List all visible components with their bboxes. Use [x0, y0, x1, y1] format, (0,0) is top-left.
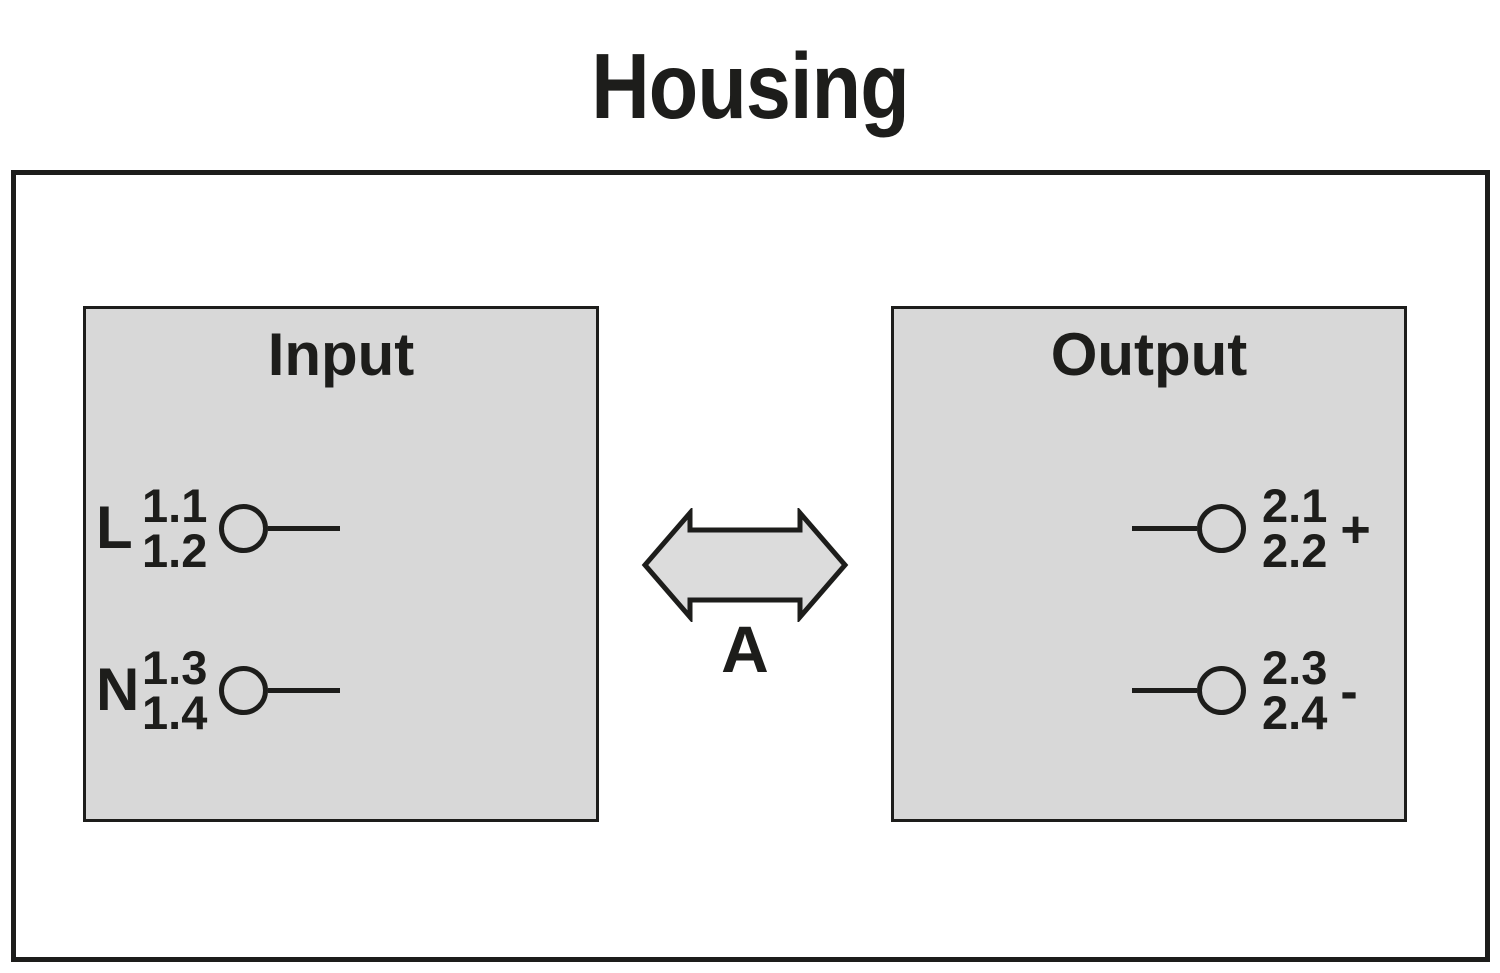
terminal-number-bottom: 2.4 — [1262, 686, 1328, 739]
bidirectional-arrow-icon — [641, 508, 849, 622]
terminal-number-top: 1.3 — [142, 641, 208, 694]
terminal-number-top: 2.1 — [1262, 479, 1328, 532]
terminal-letter-N: N — [96, 656, 140, 723]
diagram-title: Housing — [591, 34, 909, 138]
terminal-letter-L: L — [96, 494, 133, 561]
wire-line — [1132, 687, 1197, 693]
wire-line — [268, 525, 341, 531]
terminal-numbers: 2.3 2.4 — [1262, 641, 1328, 739]
output-terminal-row-plus: 2.1 2.2 + — [1132, 479, 1371, 577]
output-panel-title: Output — [1050, 321, 1248, 388]
input-terminal-row-L: L 1.1 1.2 — [96, 479, 341, 577]
output-terminal-row-minus: 2.3 2.4 - — [1132, 641, 1358, 739]
terminal-number-top: 1.1 — [142, 479, 208, 532]
contact-circle-icon — [219, 665, 269, 715]
input-panel-title: Input — [267, 321, 415, 388]
terminal-numbers: 2.1 2.2 — [1262, 479, 1328, 577]
contact-circle-icon — [219, 503, 269, 553]
contact-circle-icon — [1197, 665, 1246, 715]
terminal-number-bottom: 1.4 — [142, 686, 208, 739]
terminal-number-bottom: 1.2 — [142, 524, 208, 577]
arrow-label: A — [721, 612, 769, 686]
terminal-numbers: 1.1 1.2 — [142, 479, 208, 577]
wire-line — [268, 687, 341, 693]
contact-circle-icon — [1197, 503, 1246, 553]
wire-line — [1132, 525, 1197, 531]
polarity-plus-sign: + — [1340, 501, 1371, 559]
output-panel: Output 2.1 2.2 + 2.3 2.4 - — [891, 306, 1407, 822]
housing-outline-box — [11, 170, 1490, 962]
terminal-numbers: 1.3 1.4 — [142, 641, 208, 739]
polarity-minus-sign: - — [1340, 663, 1358, 721]
input-terminal-row-N: N 1.3 1.4 — [96, 641, 341, 739]
terminal-number-bottom: 2.2 — [1262, 524, 1328, 577]
input-panel: Input L 1.1 1.2 N 1.3 1.4 — [83, 306, 599, 822]
terminal-number-top: 2.3 — [1262, 641, 1328, 694]
